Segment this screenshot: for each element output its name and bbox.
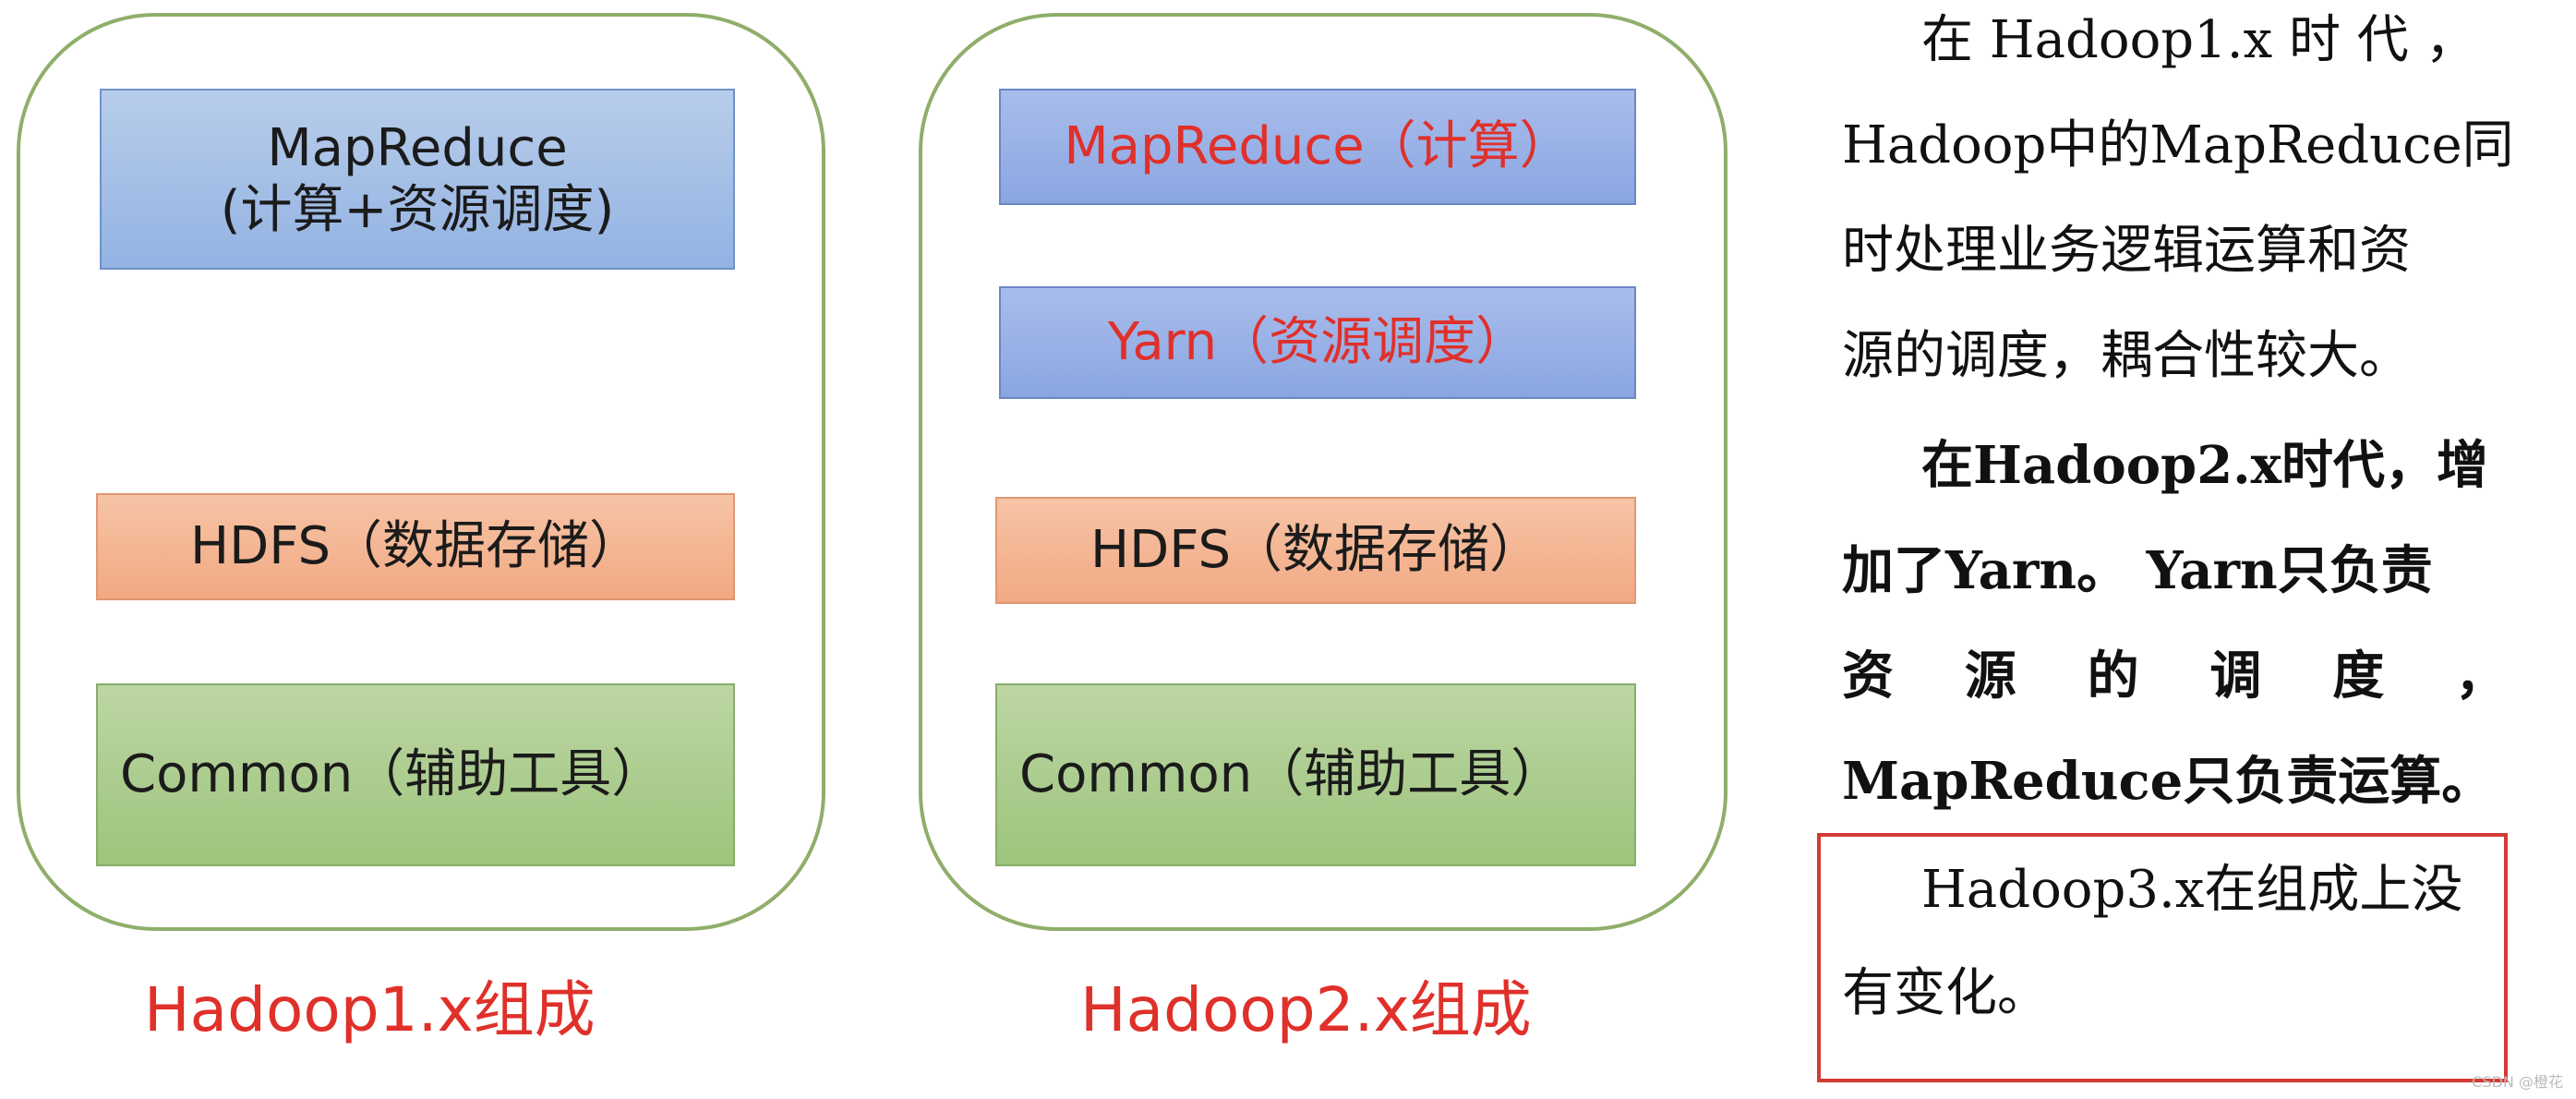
desc-p2-line1: 在Hadoop2.x时代，增 — [1921, 435, 2489, 496]
hadoop2-mapreduce-label: MapReduce（计算） — [1064, 116, 1571, 177]
hadoop1-common-label: Common（辅助工具） — [120, 744, 664, 805]
desc-char: ， — [2454, 646, 2507, 706]
hadoop2-common-label: Common（辅助工具） — [1019, 744, 1563, 805]
hadoop2-hdfs-label: HDFS（数据存储） — [1089, 520, 1541, 581]
hadoop1-caption: Hadoop1.x组成 — [144, 974, 596, 1045]
hadoop2-yarn-label: Yarn（资源调度） — [1107, 312, 1528, 373]
desc-p3-line1: Hadoop3.x在组成上没 — [1921, 860, 2463, 920]
hadoop1-hdfs-layer: HDFS（数据存储） — [96, 493, 735, 600]
hadoop1-mapreduce-title: MapReduce — [267, 117, 568, 178]
hadoop3-note-box — [1817, 833, 2508, 1082]
desc-char: 度 — [2332, 646, 2385, 706]
hadoop2-caption: Hadoop2.x组成 — [1080, 974, 1532, 1045]
desc-p1-line2: Hadoop中的MapReduce同 — [1842, 115, 2514, 175]
hadoop1-common-layer: Common（辅助工具） — [96, 683, 735, 866]
desc-char: 的 — [2087, 646, 2139, 706]
hadoop1-mapreduce-subtitle: (计算+资源调度) — [220, 180, 615, 240]
desc-p1-line1: 在 Hadoop1.x 时 代 ， — [1921, 10, 2477, 70]
desc-char: 源 — [1964, 646, 2016, 706]
desc-p2-line2: 加了Yarn。 Yarn只负责 — [1842, 540, 2433, 601]
desc-p2-line4: MapReduce只负责运算。 — [1842, 751, 2494, 812]
desc-char: 资 — [1842, 646, 1894, 706]
hadoop1-mapreduce-layer: MapReduce (计算+资源调度) — [100, 89, 735, 270]
desc-p3-line2: 有变化。 — [1842, 963, 2049, 1023]
hadoop2-mapreduce-layer: MapReduce（计算） — [999, 89, 1636, 205]
desc-p1-line3: 时处理业务逻辑运算和资 — [1842, 221, 2411, 281]
hadoop2-yarn-layer: Yarn（资源调度） — [999, 286, 1636, 399]
hadoop1-hdfs-label: HDFS（数据存储） — [189, 516, 641, 577]
hadoop2-common-layer: Common（辅助工具） — [995, 683, 1636, 866]
desc-p2-line3: 资 源 的 调 度 ， — [1842, 639, 2507, 713]
desc-p1-line4: 源的调度，耦合性较大。 — [1842, 326, 2411, 386]
desc-char: 调 — [2209, 646, 2262, 706]
watermark: CSDN @橙花 — [2472, 1073, 2563, 1091]
hadoop2-hdfs-layer: HDFS（数据存储） — [995, 497, 1636, 604]
